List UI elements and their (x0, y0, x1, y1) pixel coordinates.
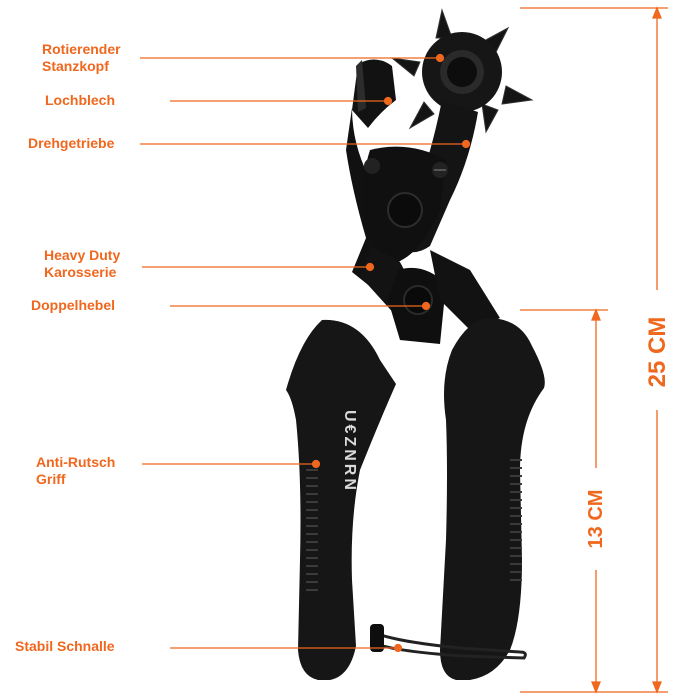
brand-logo: U€ZNRN (341, 410, 358, 493)
label-gear-text: Drehgetriebe (28, 135, 115, 151)
punch-tubes (390, 8, 534, 134)
label-body: Heavy Duty Karosserie (44, 247, 120, 281)
rivet-small (364, 158, 380, 174)
latch-buckle (374, 631, 527, 660)
leader-lines (140, 53, 471, 653)
label-rotating-head-line2: Stanzkopf (42, 58, 109, 74)
label-grip-line2: Griff (36, 471, 66, 487)
label-rotating-head-line1: Rotierender (42, 41, 121, 57)
label-plate: Lochblech (45, 92, 115, 109)
dimension-lines (520, 6, 668, 694)
label-lever-text: Doppelhebel (31, 297, 116, 313)
pivot-rivet (387, 192, 423, 228)
label-grip-line1: Anti-Rutsch (36, 454, 116, 470)
grip-ridges-right (510, 459, 522, 581)
label-grip: Anti-Rutsch Griff (36, 454, 115, 488)
dimension-handle-length: 13 CM (585, 489, 607, 549)
dimension-total-length: 25 CM (644, 316, 671, 388)
label-lever: Doppelhebel (31, 297, 115, 314)
label-plate-text: Lochblech (45, 92, 116, 108)
label-gear: Drehgetriebe (28, 135, 114, 152)
right-handle (440, 318, 545, 680)
label-body-line1: Heavy Duty (44, 247, 121, 263)
label-rotating-head: Rotierender Stanzkopf (42, 41, 121, 75)
label-buckle: Stabil Schnalle (15, 638, 115, 655)
label-buckle-text: Stabil Schnalle (15, 638, 115, 654)
label-body-line2: Karosserie (44, 264, 117, 280)
grip-ridges-left (306, 469, 318, 591)
